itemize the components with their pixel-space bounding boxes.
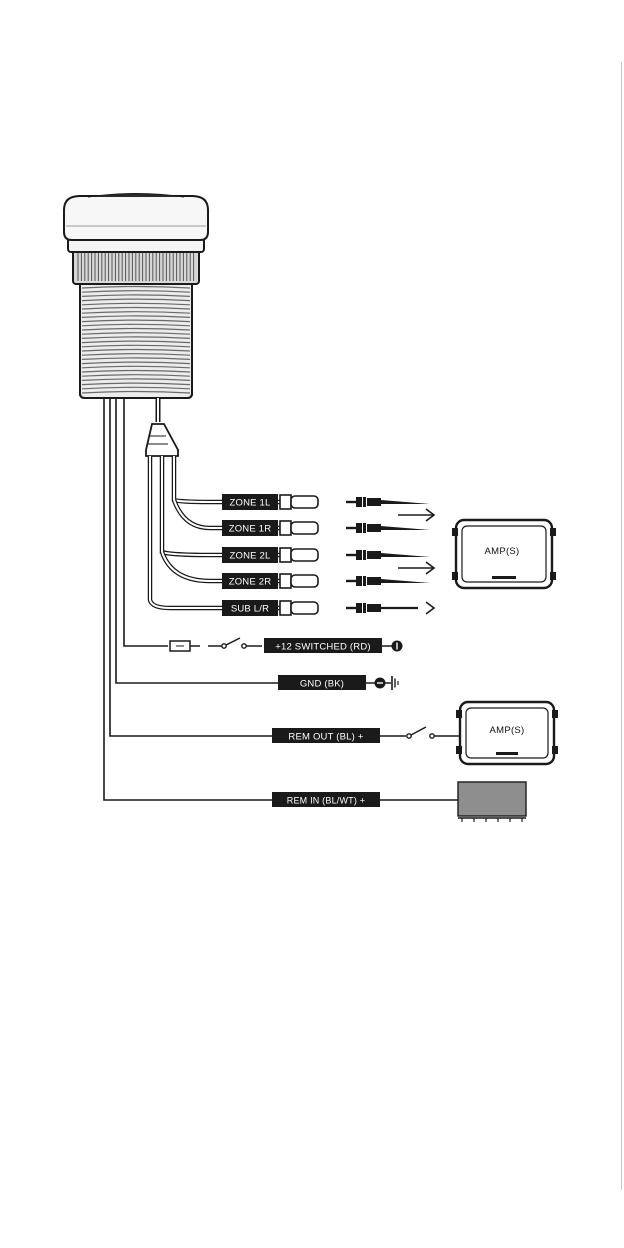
harness	[104, 398, 300, 800]
rca-jack-collar	[280, 521, 291, 535]
ignition-switch	[216, 638, 262, 648]
rca-outputs: ZONE 1L ZONE 1R ZONE 2L ZONE 2R SUB L/R	[222, 494, 434, 616]
rca-row: ZONE 1R	[222, 509, 434, 536]
ground-label: GND (BK)	[300, 679, 344, 690]
rca-plug	[346, 497, 430, 507]
rca-jack-collar	[280, 601, 291, 615]
rca-plug	[346, 576, 430, 586]
rca-jack-collar	[280, 574, 291, 588]
arrow-right-icon	[398, 509, 434, 521]
rca-row: ZONE 1L	[222, 494, 430, 510]
amplifier-1-label: AMP(S)	[484, 546, 519, 557]
rca-row: SUB L/R	[222, 600, 434, 616]
rca-jack-body	[291, 602, 318, 614]
arrow-right-icon	[426, 602, 434, 614]
rca-jack-body	[291, 549, 318, 561]
zone-label: ZONE 2R	[229, 577, 272, 588]
rca-jack-collar	[280, 495, 291, 509]
rca-plug	[346, 550, 430, 560]
amplifier-2-label: AMP(S)	[489, 725, 524, 736]
remote-switch	[407, 727, 434, 738]
head-unit	[458, 782, 526, 822]
zone-label: ZONE 1L	[230, 498, 271, 509]
stereo-nut-knurl	[78, 253, 194, 281]
rca-plug	[346, 603, 418, 613]
zone-label: ZONE 2L	[230, 551, 271, 562]
rca-jack-body	[291, 496, 318, 508]
rem-in-label: REM IN (BL/WT) +	[287, 796, 365, 806]
zone-label: ZONE 1R	[229, 524, 272, 535]
rca-jack-collar	[280, 548, 291, 562]
harness-collar	[146, 424, 178, 456]
rca-jack-body	[291, 522, 318, 534]
switched-label: +12 SWITCHED (RD)	[275, 642, 371, 653]
arrow-right-icon	[398, 562, 434, 574]
rca-jack-body	[291, 575, 318, 587]
head-unit-screen	[458, 782, 526, 816]
stereo-face	[64, 196, 208, 240]
stereo-unit	[64, 194, 208, 399]
rca-row: ZONE 2L	[222, 547, 430, 563]
zone-label: SUB L/R	[231, 604, 269, 615]
rca-row: ZONE 2R	[222, 562, 434, 589]
rem-out-label: REM OUT (BL) +	[288, 732, 363, 743]
ground-icon	[385, 676, 398, 690]
rca-plug	[346, 523, 430, 533]
